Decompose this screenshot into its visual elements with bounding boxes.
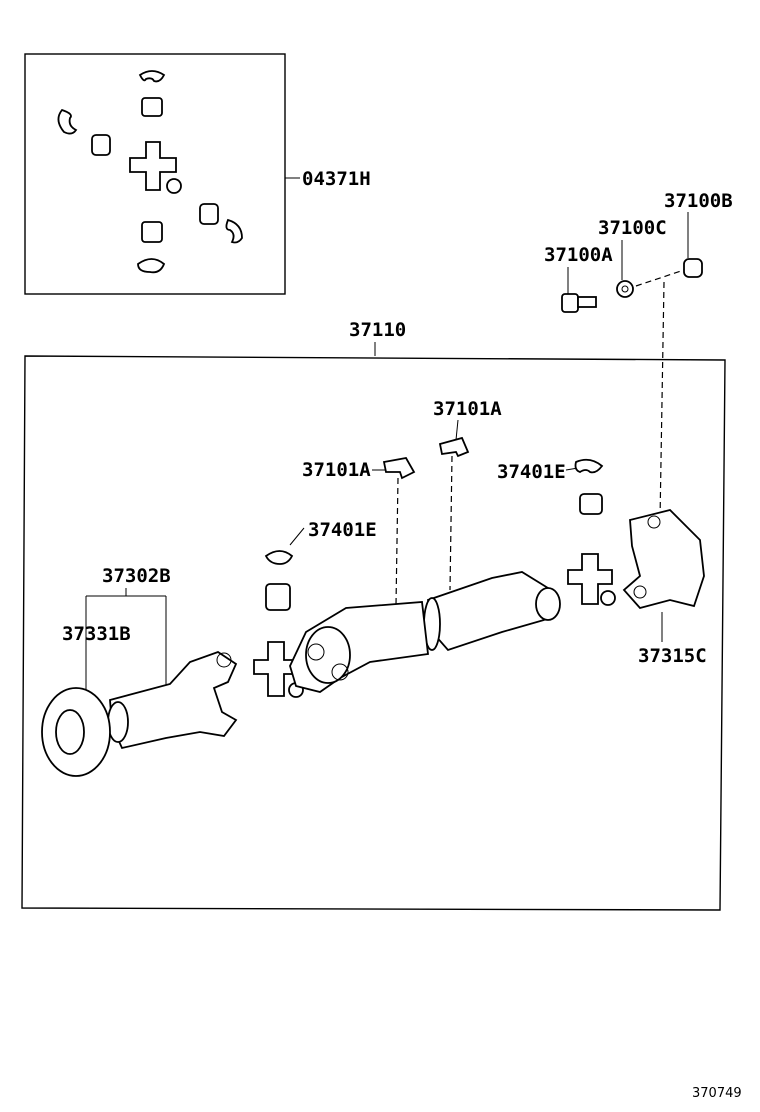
spider — [129, 141, 177, 191]
bearing-cup-left-assy — [265, 583, 291, 611]
kit-label[interactable]: 04371H — [302, 168, 371, 190]
label-37401E-right[interactable]: 37401E — [497, 461, 566, 483]
bracket-37101A-lower — [382, 457, 416, 480]
kit-box — [24, 53, 286, 295]
snap-ring-left — [57, 108, 78, 135]
snap-ring-bottom — [137, 258, 166, 274]
assembly-box — [21, 355, 726, 911]
leader-37101A-upper — [455, 419, 459, 441]
bearing-cup-left — [91, 134, 111, 156]
leader-37401E-left — [289, 527, 305, 546]
bearing-cup-right-assy — [579, 493, 603, 515]
bolt-head-37100A — [561, 293, 579, 313]
bearing-cup-bottom — [141, 221, 163, 243]
propeller-shaft-tubes — [289, 571, 561, 693]
slip-yoke-hole — [216, 652, 232, 668]
bearing-cup-top — [141, 97, 163, 117]
label-37100A[interactable]: 37100A — [544, 244, 613, 266]
rear-tube-end — [535, 587, 561, 621]
spider-trunnion — [166, 178, 182, 194]
bracket-37101A-upper — [438, 436, 470, 458]
snap-ring-top — [138, 70, 166, 83]
label-37331B[interactable]: 37331B — [62, 623, 131, 645]
slip-yoke-spline-end — [107, 701, 129, 743]
front-yoke-end — [305, 626, 351, 684]
label-37401E-left[interactable]: 37401E — [308, 519, 377, 541]
hardware-parts — [561, 258, 703, 313]
bearing-cup-right — [199, 203, 219, 225]
dash-bracket-upper — [449, 455, 453, 591]
label-37101A-upper[interactable]: 37101A — [433, 398, 502, 420]
diagram-id: 370749 — [692, 1086, 742, 1101]
label-37110[interactable]: 37110 — [349, 319, 406, 341]
front-yoke-hole-1 — [307, 643, 325, 661]
spider-left — [253, 641, 301, 697]
washer-hole — [621, 285, 629, 293]
kit-parts — [57, 70, 243, 274]
flange-hole-1 — [647, 515, 661, 529]
label-37100B[interactable]: 37100B — [664, 190, 733, 212]
leader-37302B — [85, 588, 167, 690]
dash-bracket-lower — [395, 477, 399, 606]
bolt-shank-37100A — [577, 296, 597, 308]
label-37315C[interactable]: 37315C — [638, 645, 707, 667]
label-37100C[interactable]: 37100C — [598, 217, 667, 239]
washer-37100C — [616, 280, 634, 298]
flange-hole-2 — [633, 585, 647, 599]
front-yoke-hole-2 — [331, 663, 349, 681]
slip-yoke-37302B — [109, 651, 238, 750]
clip-37401E-right — [574, 458, 604, 474]
seal-inner — [55, 709, 85, 755]
dash-leader-flange — [659, 281, 665, 521]
dash-leader-nut — [635, 269, 685, 287]
label-37302B[interactable]: 37302B — [102, 565, 171, 587]
clip-37401E-left — [264, 550, 294, 565]
seal-37331B — [41, 687, 111, 777]
snap-ring-right — [225, 218, 243, 244]
spider-right-trunnion — [600, 590, 616, 606]
label-37101A-lower[interactable]: 37101A — [302, 459, 371, 481]
spider-right — [567, 553, 613, 605]
flange-37315C — [622, 509, 705, 610]
nut-37100B — [683, 258, 703, 278]
